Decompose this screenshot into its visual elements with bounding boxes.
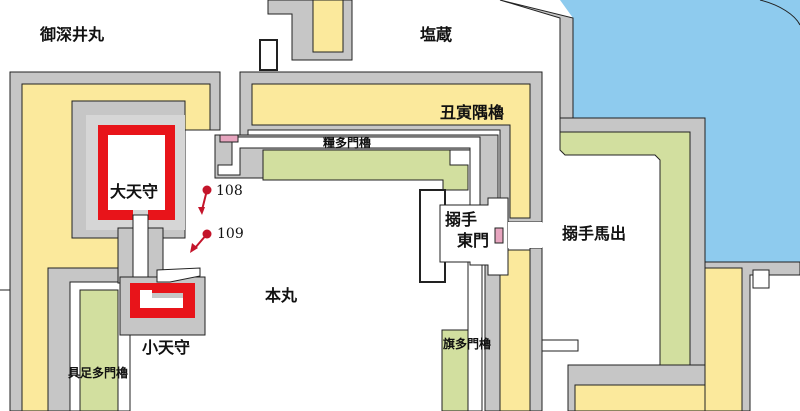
dai-tenshu-frame — [98, 125, 175, 220]
umadashi-embankment — [559, 131, 691, 369]
marker-109-label: 109 — [217, 226, 244, 242]
label-hata-tamon-yagura: 旗多門櫓 — [443, 337, 492, 351]
moat-water — [560, 0, 800, 262]
east-inner-wall — [419, 189, 446, 283]
label-sho-tenshu: 小天守 — [142, 338, 191, 357]
marker-108-arrow — [201, 189, 208, 211]
label-gusoku-tamon-yagura: 具足多門櫓 — [68, 366, 129, 380]
karamete-gate-house — [439, 197, 509, 276]
label-ushitora-sumi-yagura: 丑寅隅櫓 — [440, 103, 505, 122]
arrow-head — [198, 207, 205, 215]
east-outer-wall — [529, 247, 543, 411]
label-hon-maru: 本丸 — [265, 286, 298, 305]
gate-pink — [494, 227, 504, 244]
dai-tenshu-interior — [108, 135, 165, 210]
kate-tamon-embankment — [262, 149, 469, 191]
top-right-wall — [759, 0, 800, 26]
small-structure — [541, 339, 579, 352]
label-ofukei-maru: 御深井丸 — [40, 25, 105, 44]
sho-tenshu-step — [156, 267, 201, 283]
gate-passage — [508, 222, 542, 248]
bottom-right-embankment — [704, 267, 743, 411]
shiogura-embankment — [312, 0, 344, 53]
label-dai-tenshu: 大天守 — [110, 182, 159, 201]
label-karamete-higashi-mon-line1: 搦手 — [445, 210, 478, 229]
east-embankment — [499, 249, 531, 411]
label-karamete-higashi-mon-line2: 東門 — [457, 231, 490, 250]
gusoku-embankment — [79, 289, 119, 411]
small-structure — [752, 269, 770, 289]
marker-109-arrow — [194, 233, 208, 249]
hata-tamon-embankment — [441, 329, 469, 411]
marker-108-label: 108 — [216, 183, 243, 199]
gate-pink — [219, 134, 239, 143]
north-embankment — [251, 83, 531, 219]
arrow-head — [190, 243, 198, 253]
label-kate-tamon-yagura: 糧多門櫓 — [323, 136, 372, 150]
kate-tamon-yard — [217, 136, 481, 221]
sho-tenshu-interior — [140, 290, 183, 308]
label-karamete-umadashi: 搦手馬出 — [562, 224, 627, 243]
bottom-embankment — [574, 384, 706, 411]
label-shiogura: 塩蔵 — [420, 25, 453, 44]
small-structure — [259, 39, 278, 71]
